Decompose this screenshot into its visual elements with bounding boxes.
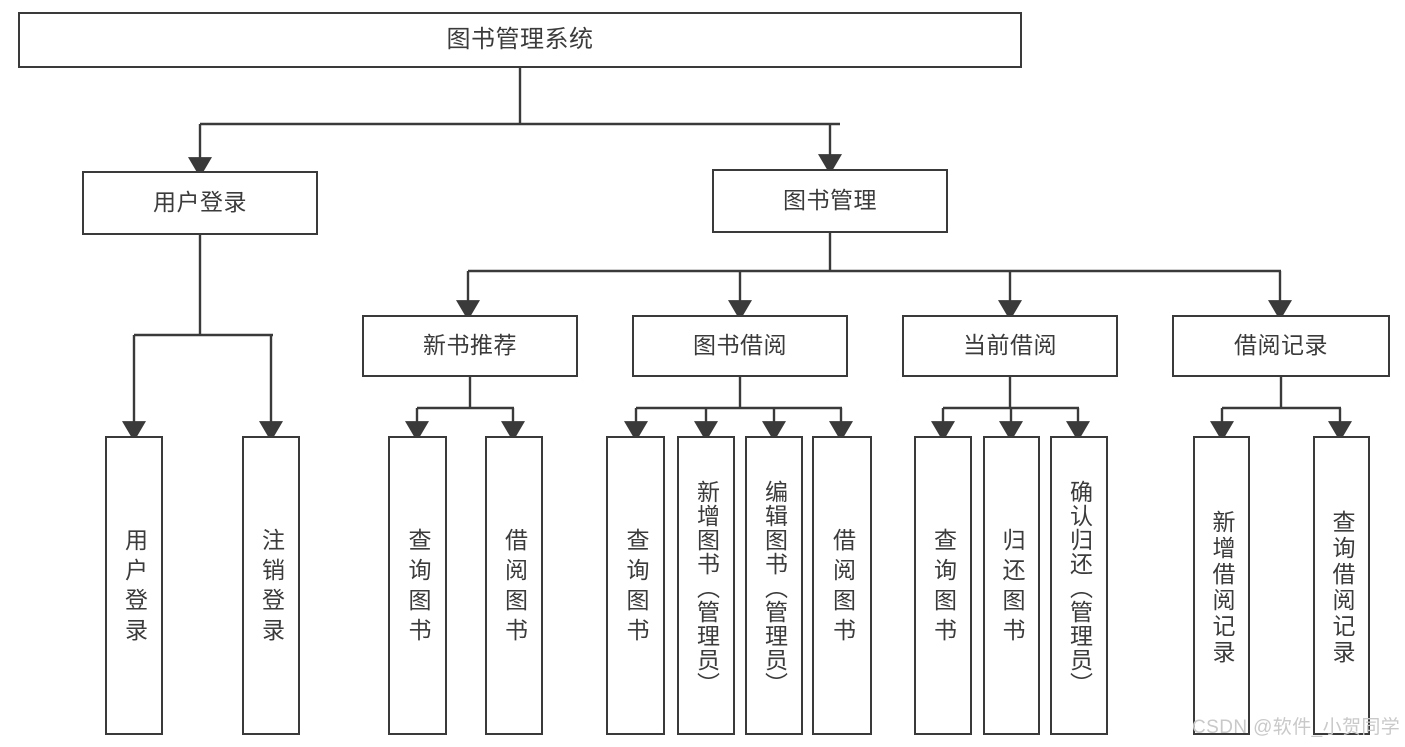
- leaf-query-borrow-record[interactable]: 查询借阅记录: [1313, 436, 1370, 735]
- leaf-confirm-return-admin[interactable]: 确认归还（管理员）: [1050, 436, 1108, 735]
- node-current-borrow[interactable]: 当前借阅: [902, 315, 1118, 377]
- leaf-edit-book-admin[interactable]: 编辑图书（管理员）: [745, 436, 803, 735]
- leaf-query-book-current[interactable]: 查询图书: [914, 436, 972, 735]
- leaf-user-login-action[interactable]: 用户登录: [105, 436, 163, 735]
- leaf-add-book-admin[interactable]: 新增图书（管理员）: [677, 436, 735, 735]
- node-book-management[interactable]: 图书管理: [712, 169, 948, 233]
- node-borrow-record[interactable]: 借阅记录: [1172, 315, 1390, 377]
- leaf-query-book-newbook[interactable]: 查询图书: [388, 436, 447, 735]
- leaf-borrow-book-action[interactable]: 借阅图书: [812, 436, 872, 735]
- leaf-return-book[interactable]: 归还图书: [983, 436, 1040, 735]
- node-user-login[interactable]: 用户登录: [82, 171, 318, 235]
- node-book-borrow[interactable]: 图书借阅: [632, 315, 848, 377]
- node-new-book-recommend[interactable]: 新书推荐: [362, 315, 578, 377]
- leaf-logout-action[interactable]: 注销登录: [242, 436, 300, 735]
- leaf-add-borrow-record[interactable]: 新增借阅记录: [1193, 436, 1250, 735]
- node-root-system[interactable]: 图书管理系统: [18, 12, 1022, 68]
- leaf-query-book-borrow[interactable]: 查询图书: [606, 436, 665, 735]
- leaf-borrow-book-newbook[interactable]: 借阅图书: [485, 436, 543, 735]
